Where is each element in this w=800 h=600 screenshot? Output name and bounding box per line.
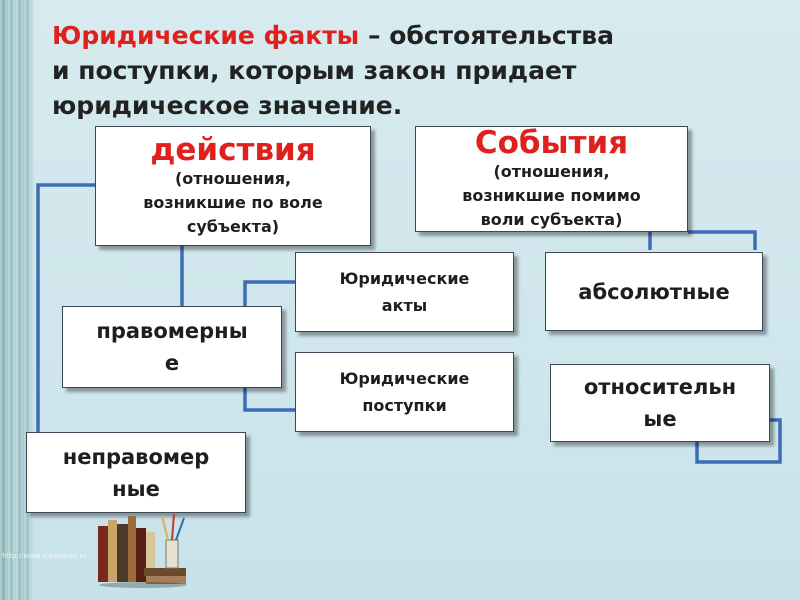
box-absolute: абсолютные xyxy=(545,252,763,331)
legal-acts-line1: Юридические xyxy=(339,269,470,288)
connector-actions-unlawful xyxy=(36,183,95,432)
relative-line1: относительн xyxy=(583,375,737,399)
books-illustration-icon xyxy=(98,513,187,588)
unlawful-line1: неправомер xyxy=(62,444,210,469)
actions-sub-line3: субъекта) xyxy=(186,217,280,236)
box-actions: действия (отношения, возникшие по воле с… xyxy=(95,126,371,246)
events-sub-line3: воли субъекта) xyxy=(480,210,623,229)
lawful-line1: правомерны xyxy=(96,319,248,343)
relative-line2: ые xyxy=(643,407,677,431)
events-sub-line1: (отношения, xyxy=(493,162,610,181)
legal-acts-line2: акты xyxy=(381,296,428,315)
box-unlawful: неправомер ные xyxy=(26,432,246,513)
box-legal-deeds: Юридические поступки xyxy=(295,352,514,432)
box-events: События (отношения, возникшие помимо вол… xyxy=(415,126,688,232)
title-line3: юридическое значение. xyxy=(52,91,403,120)
actions-sub-line2: возникшие по воле xyxy=(143,193,323,212)
absolute-line1: абсолютные xyxy=(578,279,730,304)
title-term: Юридические факты xyxy=(52,21,360,50)
legal-deeds-line1: Юридические xyxy=(339,369,470,388)
title-line2: и поступки, которым закон придает xyxy=(52,56,577,85)
legal-deeds-line2: поступки xyxy=(362,396,447,415)
connector-events-relative xyxy=(688,230,757,250)
actions-heading: действия xyxy=(150,132,316,168)
box-relative: относительн ые xyxy=(550,364,770,442)
watermark-text: http://www.myshared.ru xyxy=(2,552,87,560)
unlawful-line2: ные xyxy=(112,476,160,501)
box-legal-acts: Юридические акты xyxy=(295,252,514,332)
events-heading: События xyxy=(474,125,629,161)
lawful-line2: е xyxy=(164,351,180,375)
box-lawful: правомерны е xyxy=(62,306,282,388)
connector-events-relative-lower xyxy=(695,418,782,464)
actions-sub-line1: (отношения, xyxy=(174,169,292,188)
events-sub-line2: возникшие помимо xyxy=(462,186,641,205)
title-rest-line1: – обстоятельства xyxy=(359,21,614,50)
slide-title: Юридические факты – обстоятельства и пос… xyxy=(52,18,792,123)
